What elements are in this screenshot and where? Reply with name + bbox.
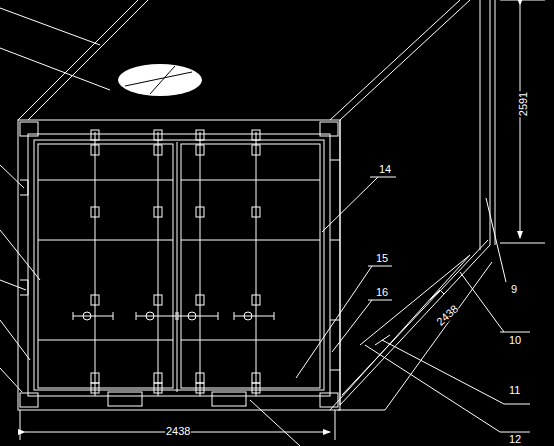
locking-bar	[200, 132, 201, 396]
callout-number: 10	[508, 334, 522, 346]
bar-guide	[154, 383, 162, 393]
bar-guide	[154, 295, 162, 305]
callout-number: 9	[510, 283, 518, 295]
bar-guide	[154, 130, 162, 140]
bar-guide	[252, 295, 260, 305]
door-handle	[136, 312, 176, 320]
bar-guide	[91, 130, 99, 140]
bar-guide	[154, 207, 162, 217]
bar-guide	[196, 145, 204, 155]
bar-guide	[252, 207, 260, 217]
leader-lines	[0, 8, 530, 446]
dimension-text: 2438	[165, 425, 191, 437]
callout-number: 16	[375, 286, 389, 298]
bar-guide	[252, 383, 260, 393]
bar-guide	[252, 130, 260, 140]
locking-bar	[95, 132, 96, 396]
bar-guide	[196, 373, 204, 383]
bar-guide	[91, 207, 99, 217]
bar-guide	[196, 130, 204, 140]
locking-bar	[256, 132, 257, 396]
bar-guide	[154, 373, 162, 383]
door-handle	[234, 312, 274, 320]
callout-number: 15	[375, 252, 389, 264]
bar-guide	[91, 145, 99, 155]
locking-bar	[158, 132, 159, 396]
callout-number: 14	[378, 163, 392, 175]
bar-guide	[196, 295, 204, 305]
bar-guide	[154, 145, 162, 155]
bar-guide	[252, 145, 260, 155]
bar-guide	[91, 295, 99, 305]
bar-guide	[252, 373, 260, 383]
dimension-lines	[20, 0, 545, 440]
container-body	[18, 0, 495, 410]
bar-guide	[91, 383, 99, 393]
handle-hub	[146, 312, 154, 320]
handle-hub	[188, 312, 196, 320]
bar-guide	[91, 373, 99, 383]
dimension-text: 2591	[517, 91, 529, 117]
handle-hub	[244, 312, 252, 320]
callout-number: 12	[508, 433, 522, 445]
handle-hub	[83, 312, 91, 320]
door-handle	[73, 312, 113, 320]
bar-guide	[196, 383, 204, 393]
bar-guide	[196, 207, 204, 217]
callout-number: 11	[508, 384, 521, 396]
roof-label	[118, 64, 202, 96]
door-handle	[178, 312, 218, 320]
